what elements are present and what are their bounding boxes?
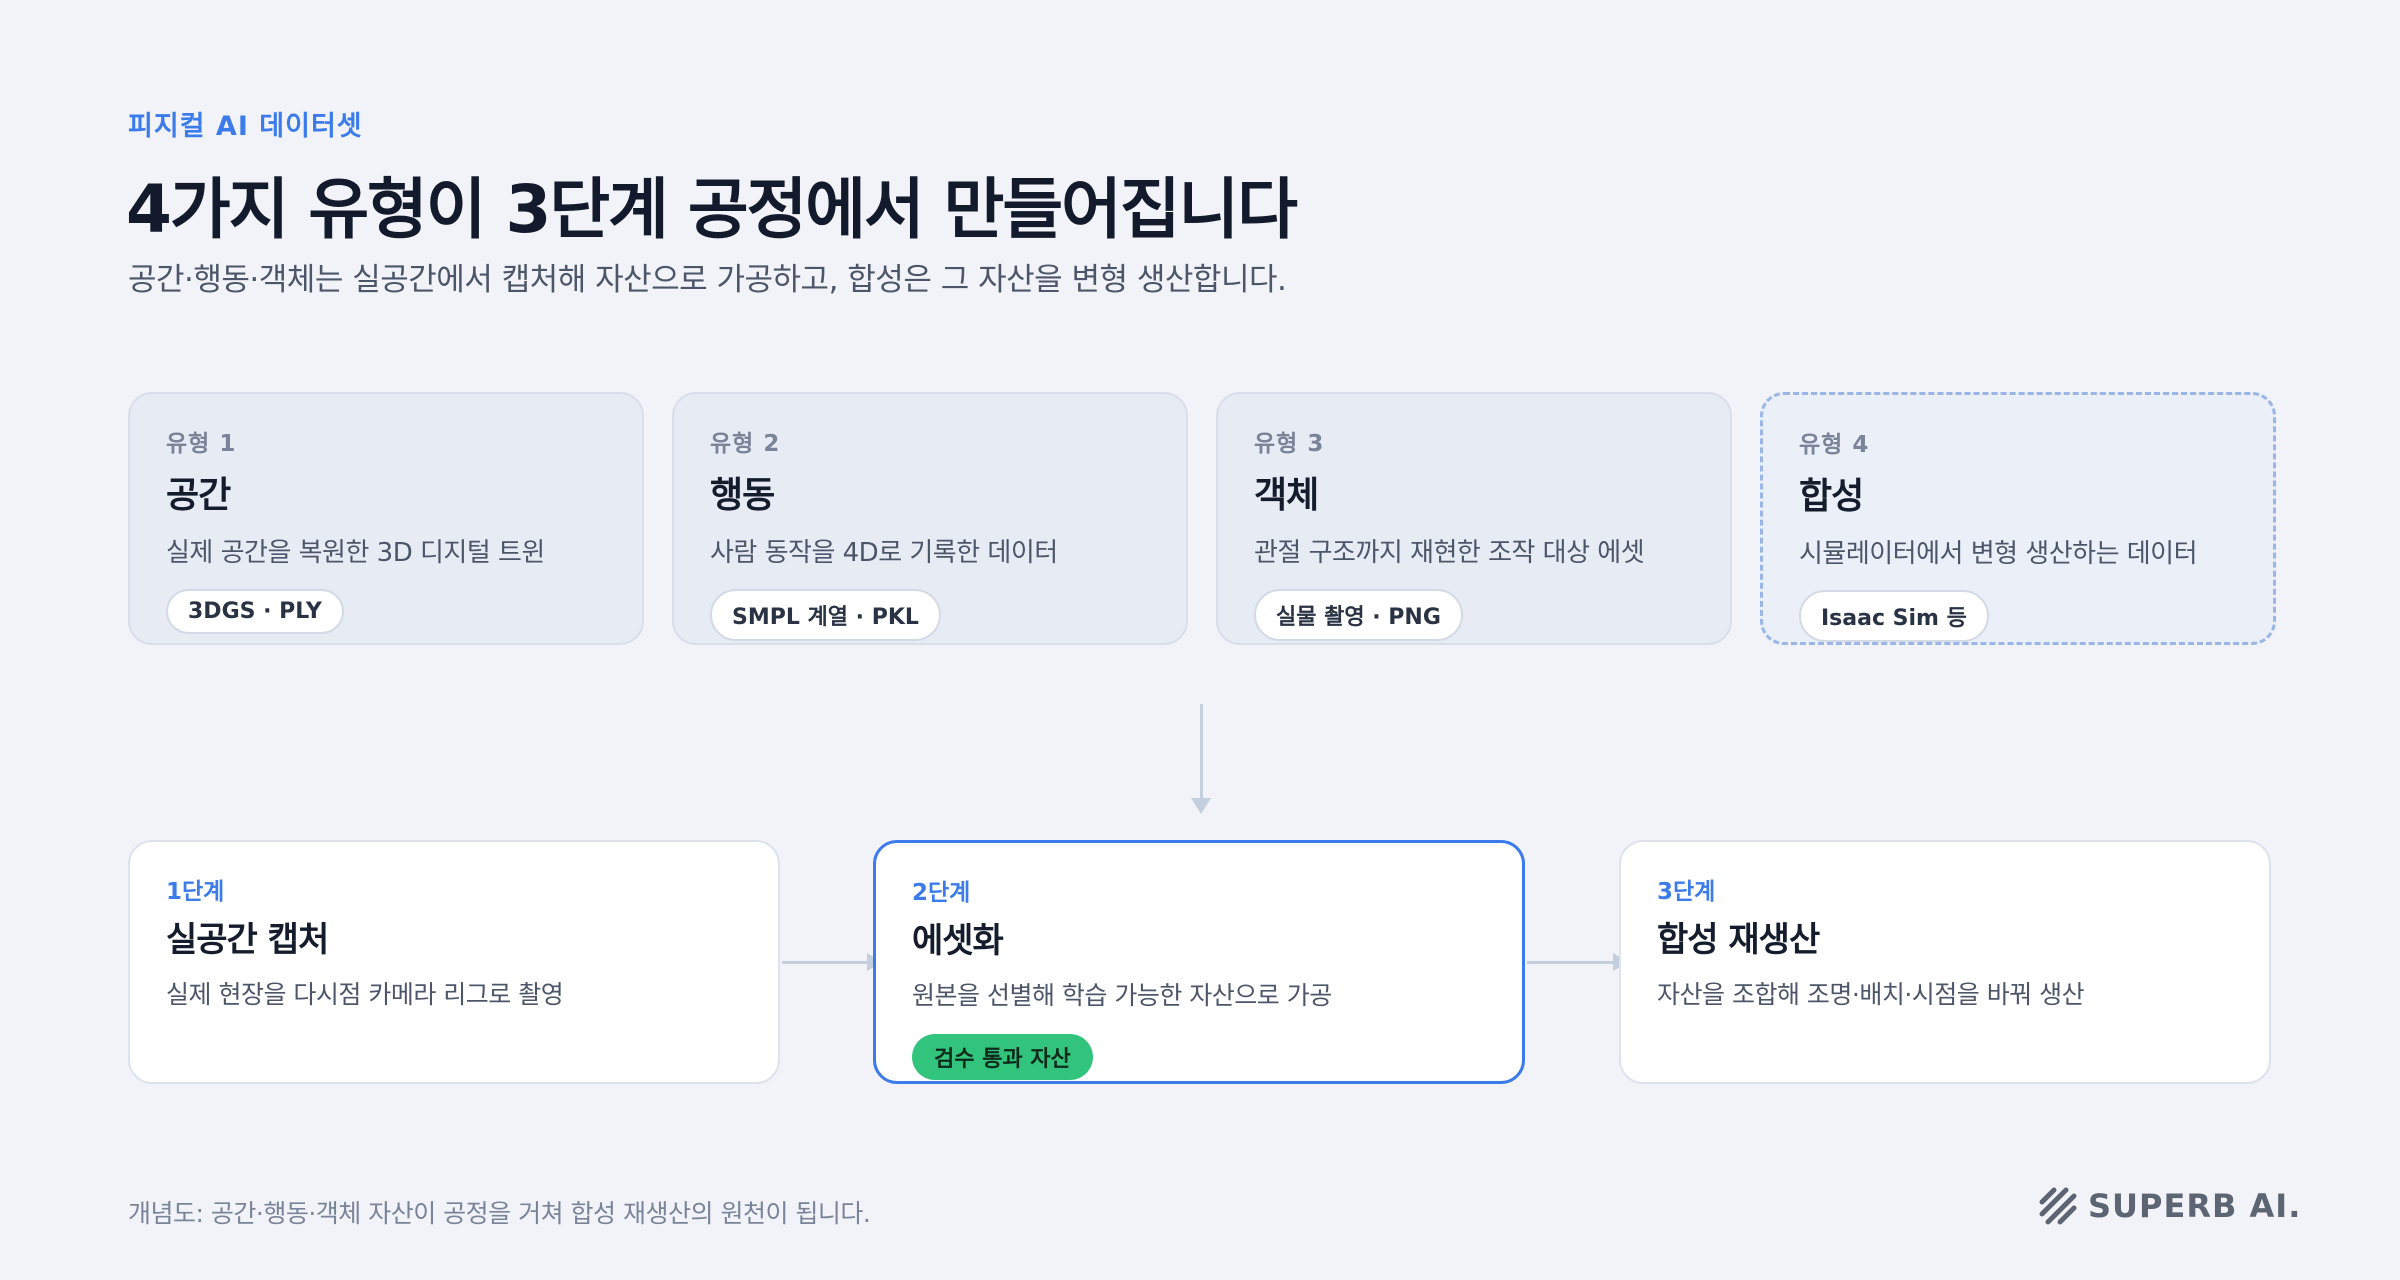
type-description: 실제 공간을 복원한 3D 디지털 트윈 (166, 538, 545, 568)
page-subtitle: 공간·행동·객체는 실공간에서 캡처해 자산으로 가공하고, 합성은 그 자산을… (128, 262, 1287, 298)
stage-step: 1단계 (166, 879, 225, 905)
stage-capture: 1단계 실공간 캡처 실제 현장을 다시점 카메라 리그로 촬영 (128, 840, 780, 1084)
format-pill: 실물 촬영 · PNG (1254, 589, 1463, 641)
right-arrow-icon (1527, 953, 1628, 971)
stage-assetize: 2단계 에셋화 원본을 선별해 학습 가능한 자산으로 가공 검수 통과 자산 (873, 840, 1525, 1084)
page-title: 4가지 유형이 3단계 공정에서 만들어집니다 (126, 171, 1298, 248)
eyebrow-label: 피지컬 AI 데이터셋 (128, 111, 363, 142)
stage-description: 원본을 선별해 학습 가능한 자산으로 가공 (912, 981, 1332, 1010)
stage-description: 실제 현장을 다시점 카메라 리그로 촬영 (166, 980, 564, 1009)
type-description: 시뮬레이터에서 변형 생산하는 데이터 (1799, 539, 2198, 569)
type-number: 유형 2 (710, 431, 781, 457)
type-name: 객체 (1254, 475, 1319, 516)
type-card-synthetic: 유형 4 합성 시뮬레이터에서 변형 생산하는 데이터 Isaac Sim 등 (1760, 392, 2276, 645)
brand-mark-icon (2039, 1187, 2077, 1225)
brand-logo: SUPERB AI. (2038, 1186, 2301, 1226)
type-name: 공간 (166, 475, 231, 516)
stage-name: 에셋화 (912, 921, 1004, 961)
type-number: 유형 1 (166, 431, 237, 457)
approved-asset-badge: 검수 통과 자산 (912, 1034, 1093, 1080)
footnote: 개념도: 공간·행동·객체 자산이 공정을 거쳐 합성 재생산의 원천이 됩니다… (128, 1199, 871, 1228)
format-pill: Isaac Sim 등 (1799, 590, 1989, 642)
type-card-object: 유형 3 객체 관절 구조까지 재현한 조작 대상 에셋 실물 촬영 · PNG (1216, 392, 1732, 645)
type-number: 유형 4 (1799, 432, 1870, 458)
stage-step: 2단계 (912, 880, 971, 906)
format-pill: 3DGS · PLY (166, 589, 344, 634)
down-arrow-icon (1191, 704, 1211, 814)
stage-synthesis: 3단계 합성 재생산 자산을 조합해 조명·배치·시점을 바꿔 생산 (1619, 840, 2271, 1084)
type-description: 사람 동작을 4D로 기록한 데이터 (710, 538, 1058, 568)
stage-name: 실공간 캡처 (166, 920, 329, 960)
right-arrow-icon (782, 953, 882, 971)
type-name: 합성 (1799, 476, 1864, 517)
stage-step: 3단계 (1657, 879, 1716, 905)
format-pill: SMPL 계열 · PKL (710, 589, 941, 641)
type-card-space: 유형 1 공간 실제 공간을 복원한 3D 디지털 트윈 3DGS · PLY (128, 392, 644, 645)
type-number: 유형 3 (1254, 431, 1325, 457)
type-card-motion: 유형 2 행동 사람 동작을 4D로 기록한 데이터 SMPL 계열 · PKL (672, 392, 1188, 645)
type-name: 행동 (710, 475, 775, 516)
stage-name: 합성 재생산 (1657, 920, 1820, 960)
type-description: 관절 구조까지 재현한 조작 대상 에셋 (1254, 538, 1645, 568)
stage-description: 자산을 조합해 조명·배치·시점을 바꿔 생산 (1657, 980, 2085, 1009)
brand-wordmark: SUPERB AI. (2088, 1187, 2302, 1225)
